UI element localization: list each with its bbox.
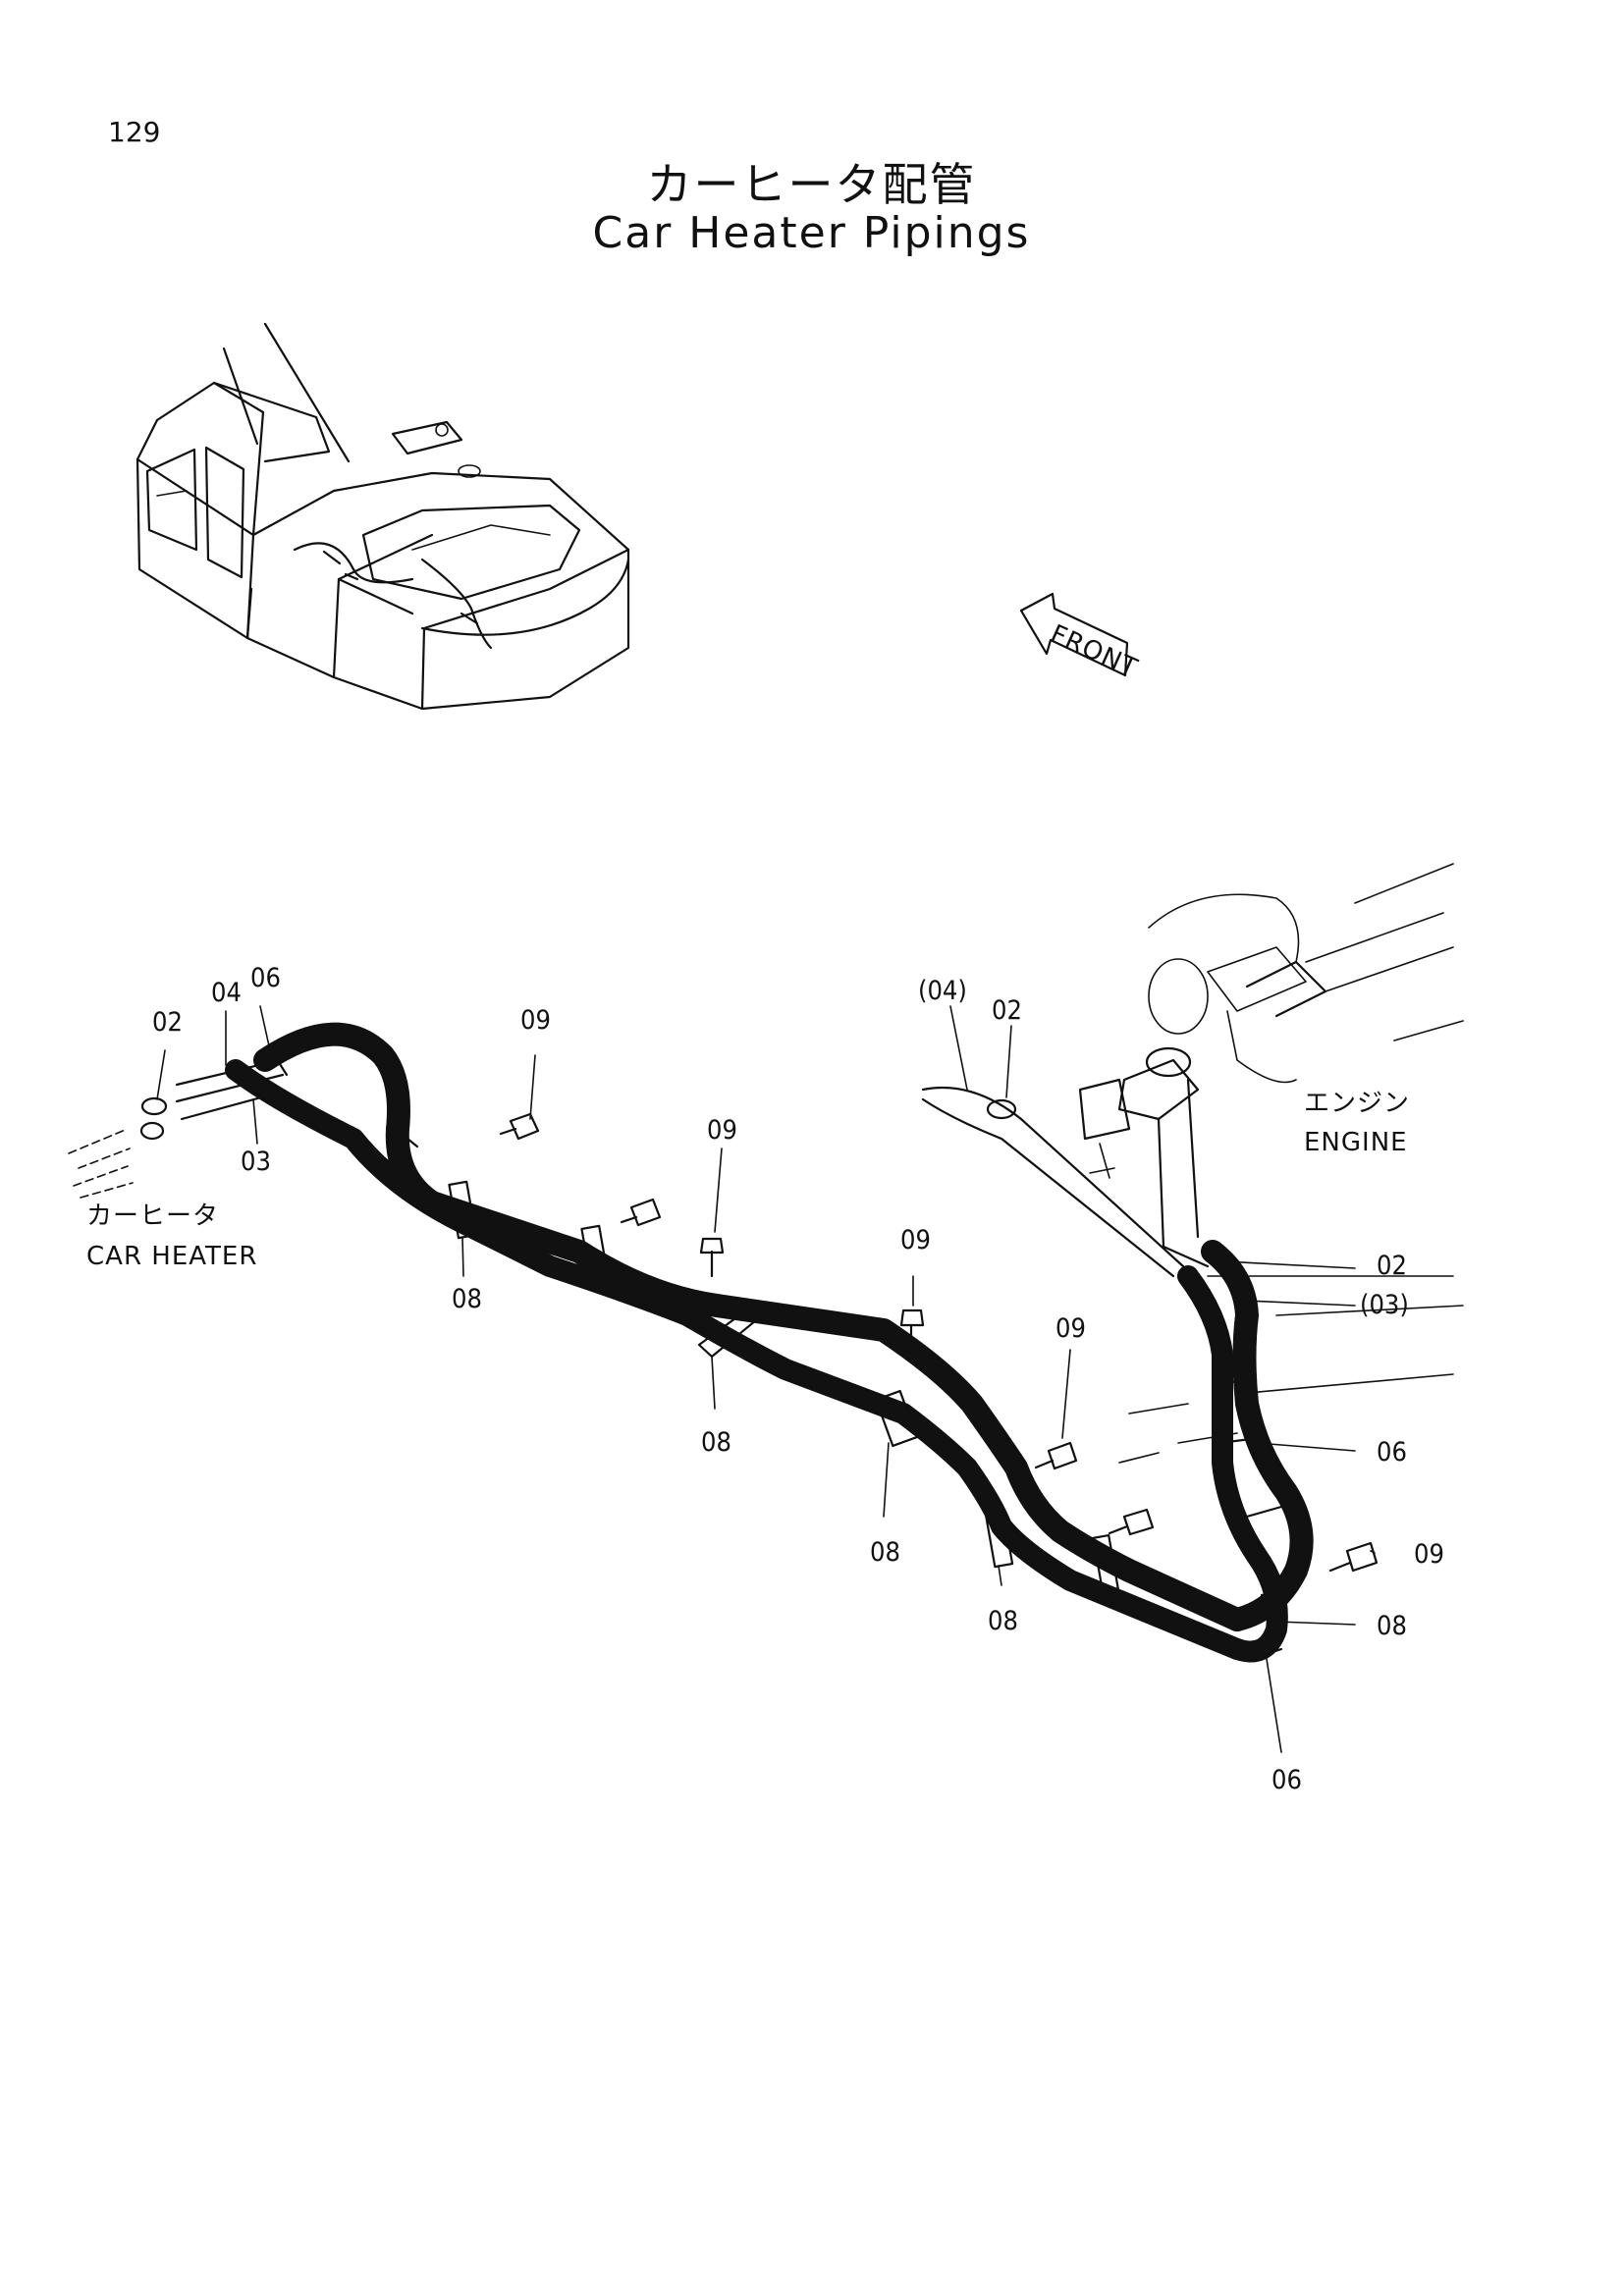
- callout-03-left: 03: [241, 1147, 271, 1177]
- car-heater-label-english: CAR HEATER: [86, 1242, 257, 1271]
- callout-03-right: (03): [1360, 1290, 1409, 1320]
- callout-02-engine: 02: [992, 995, 1022, 1026]
- callout-08-b: 08: [701, 1427, 731, 1458]
- callout-08-c: 08: [870, 1537, 900, 1568]
- car-heater-label-japanese: カーヒータ: [86, 1201, 219, 1231]
- engine-label-english: ENGINE: [1304, 1128, 1408, 1157]
- callout-09-b: 09: [707, 1115, 737, 1146]
- callout-09-d: 09: [1055, 1313, 1086, 1344]
- callout-06-left: 06: [250, 963, 281, 993]
- callout-08-right: 08: [1377, 1611, 1407, 1641]
- car-heater-connection: カーヒータ CAR HEATER: [68, 1058, 285, 1271]
- callout-04-left: 04: [211, 978, 242, 1008]
- callout-09-c: 09: [900, 1225, 931, 1255]
- page-number: 129: [108, 116, 161, 148]
- callout-09-right: 09: [1414, 1539, 1444, 1570]
- mounting-bolts: [499, 1112, 1379, 1573]
- diagram-title-english: Car Heater Pipings: [592, 208, 1031, 258]
- excavator-overview-illustration: [135, 322, 630, 711]
- engine-label-japanese: エンジン: [1304, 1089, 1410, 1118]
- callout-02-left: 02: [152, 1007, 183, 1038]
- heater-pipe-run: [225, 1022, 1314, 1663]
- engine-illustration: エンジン ENGINE: [921, 863, 1464, 1464]
- diagram-title-japanese: カーヒータ配管: [646, 158, 977, 211]
- callout-08-d: 08: [988, 1606, 1018, 1636]
- callout-08-a: 08: [452, 1284, 482, 1314]
- front-direction-arrow: FRONT: [1019, 592, 1142, 684]
- callout-09-a: 09: [520, 1005, 551, 1036]
- front-arrow-label: FRONT: [1046, 619, 1142, 684]
- callout-04-engine: (04): [918, 976, 967, 1006]
- callout-labels: 02 04 06 03 09 08 09 08 09 08 09 08 (04)…: [152, 963, 1444, 1795]
- callout-02-right: 02: [1377, 1251, 1407, 1281]
- callout-06-right: 06: [1377, 1437, 1407, 1468]
- callout-06-bottom: 06: [1271, 1765, 1302, 1795]
- pipe-clamps: [448, 1180, 1119, 1593]
- leader-lines: [156, 1005, 1376, 1753]
